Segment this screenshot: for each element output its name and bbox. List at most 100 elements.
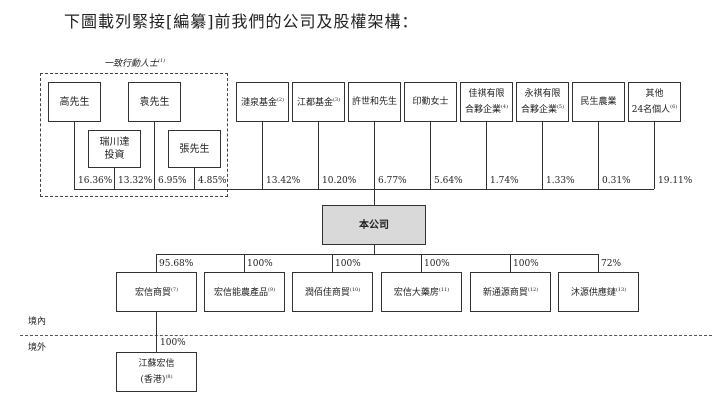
label: 本公司 [359,219,389,231]
note: (4) [500,103,509,110]
shareholder-gao: 高先生 [48,82,101,122]
connector [244,254,245,272]
shareholder-box: 許世和先生 [348,82,401,122]
connector [114,168,115,189]
name: 江都基金 [296,98,333,108]
shareholder-box: 佳祺有限合夥企業(4) [460,82,513,122]
note: (1) [158,58,166,64]
pct-label: 1.74% [490,176,519,186]
note: (6) [670,103,678,110]
pct-label: 6.95% [158,176,187,186]
shareholder-box: 印勤女士 [404,82,457,122]
label: 沐源供應鏈(13) [571,284,626,300]
connector [598,254,599,272]
pct-label: 100% [247,259,273,269]
label: 江都基金(3) [297,94,340,110]
label: 永祺有限合夥企業(5) [521,88,564,117]
company-box: 本公司 [322,205,426,245]
shareholder-box: 民生農業 [572,82,625,122]
pct-label: 4.85% [198,176,227,186]
name: 許世和先生 [351,96,397,107]
pct-label: 19.11% [658,176,693,186]
connector [374,189,375,205]
label: 許世和先生 [352,96,397,109]
connector [542,122,543,189]
connector [374,245,375,254]
pct-label: 1.33% [546,176,575,186]
pct-label: 13.42% [266,176,301,186]
pct-label: 100% [513,259,539,269]
name: 民生農業 [580,96,617,107]
name: 漣泉基金 [240,98,277,108]
note: (2) [276,97,285,103]
connector [194,168,195,189]
pct-label: 5.64% [434,176,463,186]
name: 宏信商貿 [134,288,171,298]
connector [74,122,75,189]
note: (9) [267,287,276,293]
connector [156,254,157,272]
label: 印勤女士 [412,96,448,109]
acting-in-concert-label: 一致行動人士(1) [104,56,165,69]
connector [430,122,431,189]
connector [598,122,599,189]
connector [262,122,263,189]
name: 新通源商貿 [482,288,528,298]
connector [421,254,422,272]
note: (7) [170,287,179,293]
note: (10) [349,287,361,293]
name-line2: 24名個人 [631,104,671,115]
shareholder-box: 江都基金(3) [292,82,345,122]
shareholder-yuan: 袁先生 [128,82,181,122]
name: 印勤女士 [412,96,449,107]
label: 宏信大藥房(11) [394,284,449,300]
note: (11) [438,287,450,293]
name: 宏信大藥房 [393,288,439,298]
name: 佳祺有限 [468,88,505,99]
name: 宏信能農產品 [213,288,268,298]
connector [154,122,155,189]
page-title: 下圖載列緊接[編纂]前我們的公司及股權架構： [64,12,419,31]
connector [486,122,487,189]
line2: (香港) [140,374,166,385]
shareholder-ruichuanda: 瑞川達投資 [88,130,141,168]
label: 宏信能農產品(9) [214,284,275,300]
name: 潤佰佳商貿 [304,288,350,298]
domestic-label: 境內 [28,317,47,327]
name: 其他 [645,88,664,99]
connector [332,254,333,272]
subsidiary-box: 宏信商貿(7) [116,272,197,312]
label: 宏信商貿(7) [135,284,178,300]
pct-label: 0.31% [602,176,631,186]
subsidiary-hk: 江蘇宏信(香港)(8) [116,352,197,392]
shareholder-zhang: 張先生 [168,130,221,168]
subsidiary-box: 宏信能農產品(9) [204,272,285,312]
line2: 投資 [104,150,125,161]
shareholder-bus-line [74,189,654,190]
connector [318,122,319,189]
overseas-label: 境外 [28,343,47,353]
shareholder-box: 永祺有限合夥企業(5) [516,82,569,122]
pct-label: 100% [160,338,186,348]
subsidiary-box: 潤佰佳商貿(10) [292,272,373,312]
connector [510,254,511,272]
subsidiary-box: 新通源商貿(12) [470,272,551,312]
name-line2: 合夥企業 [464,104,501,115]
border-divider [20,335,712,336]
label: 江蘇宏信(香港)(8) [138,358,174,387]
name: 永祺有限 [524,88,561,99]
shareholder-box: 其他 24名個人(6) [628,82,681,122]
connector [654,122,655,189]
pct-label: 16.36% [78,176,113,186]
shareholder-box: 漣泉基金(2) [236,82,289,122]
label: 新通源商貿(12) [483,284,538,300]
pct-label: 95.68% [159,259,194,269]
note: (5) [556,103,565,110]
acting-in-concert-group [40,73,228,197]
note: (8) [165,373,173,380]
label: 漣泉基金(2) [241,94,284,110]
label: 高先生 [59,96,90,108]
pct-label: 72% [601,259,622,269]
name: 沐源供應鏈 [570,288,616,298]
pct-label: 100% [335,259,361,269]
